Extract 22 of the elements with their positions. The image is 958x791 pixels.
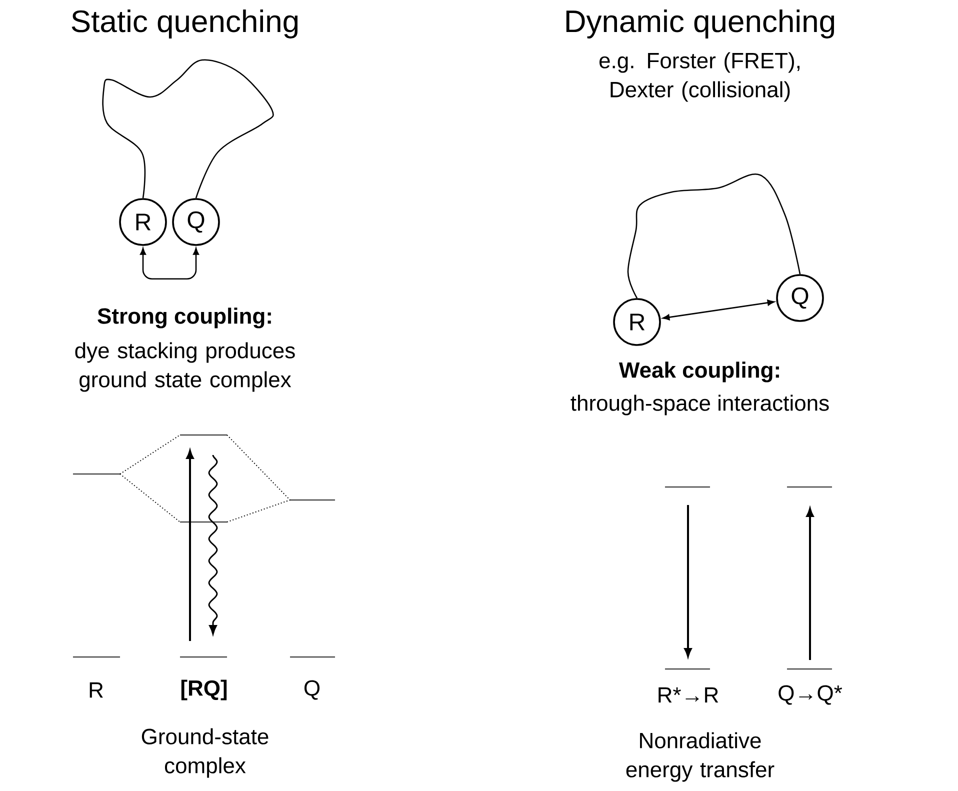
description: through-space interactions (570, 394, 829, 416)
connecting-line (627, 174, 801, 298)
description: dye stacking produces ground state complex (75, 342, 295, 392)
level-label: R (90, 682, 103, 698)
level-label: Q→Q* (778, 685, 842, 705)
circle-node: R (119, 198, 167, 246)
circle-node: Q (776, 274, 824, 322)
heading: Dynamic quenching (566, 10, 834, 38)
coupling-heading: Weak coupling: (618, 362, 779, 382)
coupling-heading: Strong coupling: (98, 308, 271, 328)
heading: Static quenching (72, 10, 298, 38)
level-label: [RQ] (181, 680, 227, 700)
subtitle: e.g. Forster (FRET), Dexter (collisional) (600, 52, 800, 102)
circle-node: R (613, 298, 661, 346)
level-label: R*→R (658, 687, 718, 703)
circle-node: Q (172, 198, 220, 246)
caption: Ground-state complex (142, 728, 268, 778)
level-label: Q (304, 680, 320, 700)
coupling-arrow (662, 300, 774, 320)
connecting-line (102, 59, 274, 198)
caption: Nonradiative energy transfer (626, 732, 774, 782)
coupling-arrow (140, 248, 199, 280)
